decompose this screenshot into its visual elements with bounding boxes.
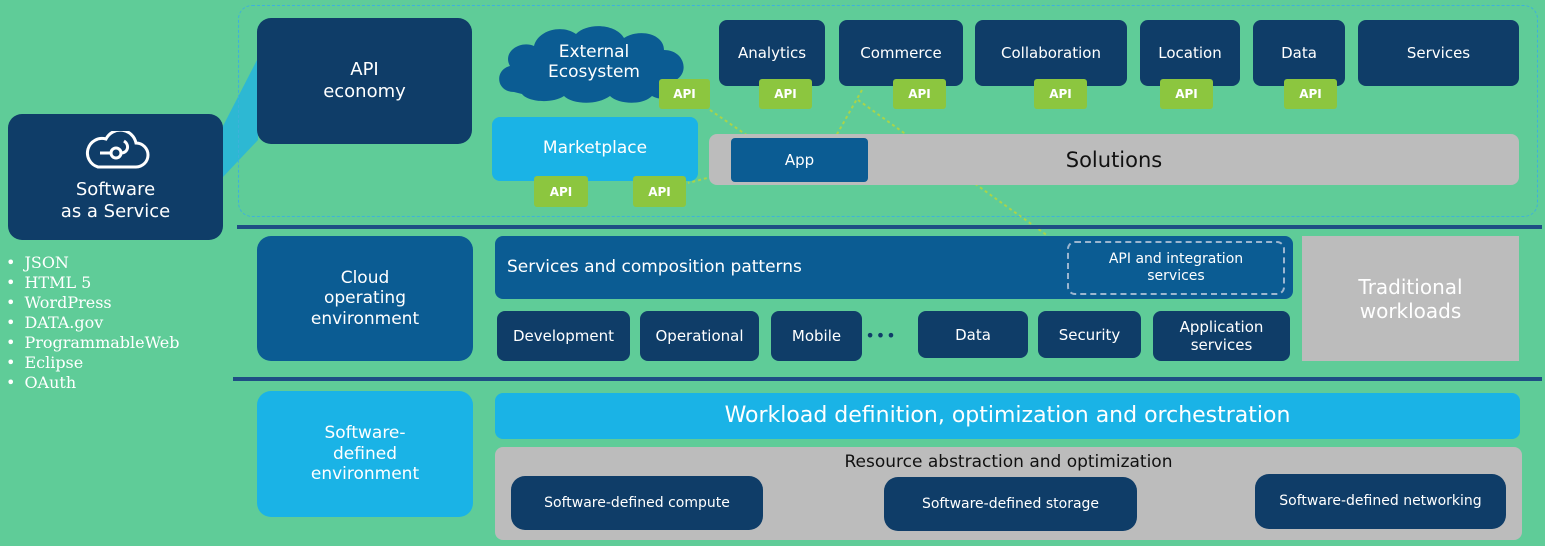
- api-badge: API: [659, 79, 710, 109]
- dotted-line-commerce-app: [835, 89, 863, 137]
- ellipsis: •••: [865, 325, 897, 345]
- api-badge: API: [1284, 79, 1337, 109]
- list-item: OAuth: [6, 373, 179, 393]
- list-item: HTML 5: [6, 273, 179, 293]
- tile-application-services: Application services: [1153, 311, 1290, 361]
- layer-divider-bottom: [233, 377, 1542, 381]
- list-item: ProgrammableWeb: [6, 333, 179, 353]
- api-economy-label: API economy: [257, 18, 472, 144]
- api-badge: API: [633, 176, 686, 207]
- api-economy-frame: [238, 5, 1538, 217]
- api-badge: API: [759, 79, 812, 109]
- external-ecosystem-label: External Ecosystem: [548, 41, 640, 82]
- tile-commerce: Commerce: [839, 20, 963, 86]
- saas-box: Software as a Service: [8, 114, 223, 240]
- external-ecosystem-cloud: [499, 26, 684, 103]
- dotted-line-api-app: [709, 109, 749, 137]
- workload-definition-bar: Workload definition, optimization and or…: [495, 393, 1520, 439]
- list-item: JSON: [6, 253, 179, 273]
- api-badge: API: [1160, 79, 1213, 109]
- tile-location: Location: [1140, 20, 1240, 86]
- tile-mobile: Mobile: [771, 311, 862, 361]
- tile-data: Data: [1253, 20, 1345, 86]
- layer-divider-top: [237, 225, 1542, 229]
- sd-compute-box: Software-defined compute: [511, 476, 763, 530]
- marketplace-box: Marketplace: [492, 117, 698, 181]
- traditional-workloads-box: Traditional workloads: [1302, 236, 1519, 361]
- tile-operational: Operational: [640, 311, 759, 361]
- tile-services: Services: [1358, 20, 1519, 86]
- app-box: App: [731, 138, 868, 182]
- sd-networking-box: Software-defined networking: [1255, 474, 1506, 529]
- tile-analytics: Analytics: [719, 20, 825, 86]
- list-item: DATA.gov: [6, 313, 179, 333]
- list-item: Eclipse: [6, 353, 179, 373]
- sd-storage-box: Software-defined storage: [884, 477, 1137, 531]
- tile-security: Security: [1038, 311, 1141, 358]
- api-badge: API: [893, 79, 946, 109]
- list-item: WordPress: [6, 293, 179, 313]
- services-composition-bar: Services and composition patterns: [495, 236, 1293, 299]
- api-badge: API: [1034, 79, 1087, 109]
- tile-data-cloud: Data: [918, 311, 1028, 358]
- cloud-operating-environment-label: Cloud operating environment: [257, 236, 473, 361]
- saas-title-line2: as a Service: [60, 201, 171, 222]
- software-defined-environment-label: Software- defined environment: [257, 391, 473, 517]
- api-integration-services-box: API and integration services: [1067, 241, 1285, 295]
- technology-list: JSON HTML 5 WordPress DATA.gov Programma…: [6, 253, 179, 393]
- tile-collaboration: Collaboration: [975, 20, 1127, 86]
- saas-title-line1: Software: [75, 179, 156, 201]
- tile-development: Development: [497, 311, 630, 361]
- api-badge: API: [534, 176, 588, 207]
- cloud-icon: [85, 131, 149, 169]
- saas-connector-shape: [222, 58, 258, 178]
- resource-abstraction-title: Resource abstraction and optimization: [844, 452, 1173, 472]
